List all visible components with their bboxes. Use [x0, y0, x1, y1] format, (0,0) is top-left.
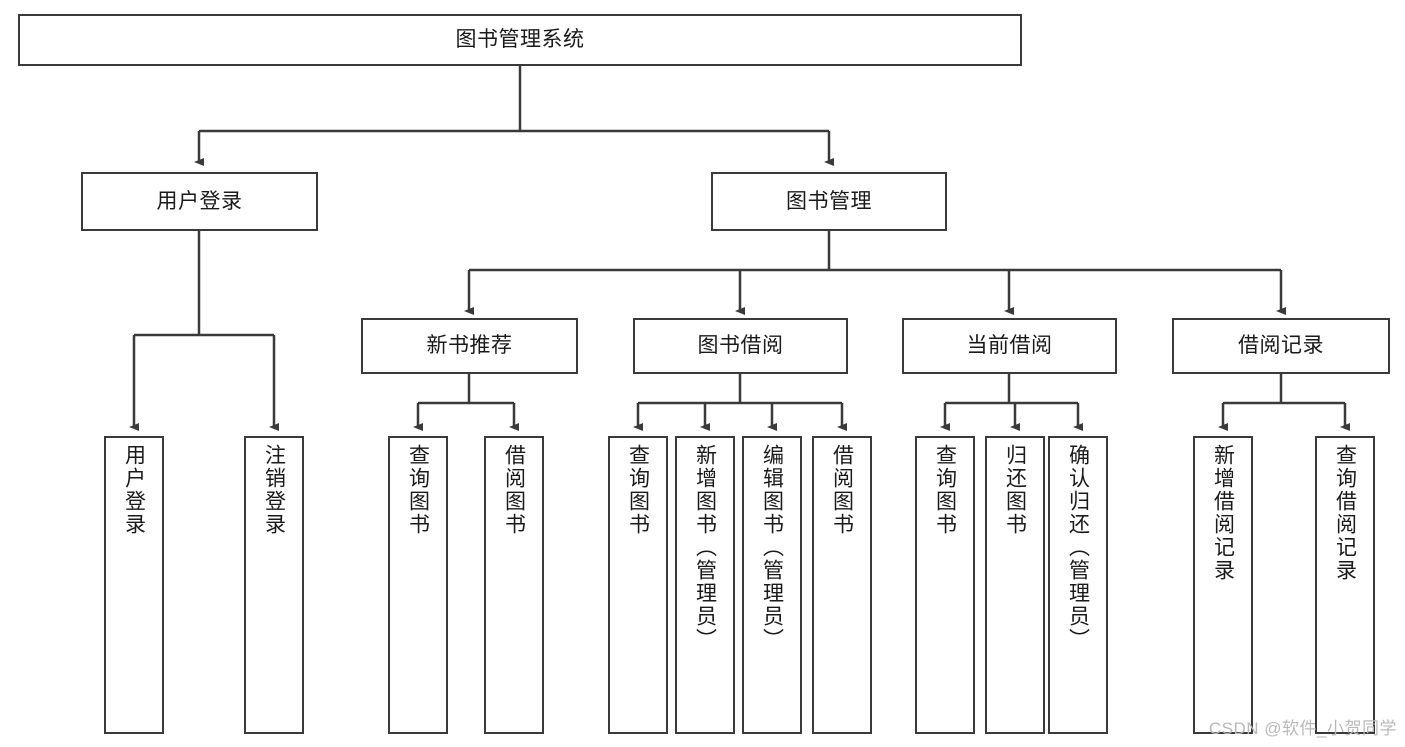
- node-user-login-label: 用户登录: [156, 189, 243, 213]
- leaf-nb-borrow-book-label: 借阅图书: [502, 444, 526, 536]
- leaf-bb-edit-book[interactable]: 编辑图书（管理员）: [742, 436, 802, 734]
- leaf-nb-query-book[interactable]: 查询图书: [388, 436, 448, 734]
- leaf-br-add-record-label: 新增借阅记录: [1211, 444, 1235, 582]
- node-user-login[interactable]: 用户登录: [81, 172, 318, 231]
- leaf-nb-borrow-book[interactable]: 借阅图书: [484, 436, 544, 734]
- leaf-user-login-label: 用户登录: [122, 444, 146, 536]
- node-root-system[interactable]: 图书管理系统: [18, 14, 1022, 66]
- leaf-br-query-record[interactable]: 查询借阅记录: [1315, 436, 1375, 734]
- node-book-management-label: 图书管理: [786, 189, 872, 213]
- leaf-nb-query-book-label: 查询图书: [406, 444, 430, 536]
- leaf-bb-query-book-label: 查询图书: [626, 444, 650, 536]
- node-current-borrow[interactable]: 当前借阅: [902, 318, 1117, 374]
- leaf-cb-query-book[interactable]: 查询图书: [915, 436, 975, 734]
- leaf-cb-confirm-return[interactable]: 确认归还（管理员）: [1048, 436, 1108, 734]
- leaf-br-query-record-label: 查询借阅记录: [1333, 444, 1357, 582]
- node-book-management[interactable]: 图书管理: [711, 172, 947, 231]
- leaf-bb-query-book[interactable]: 查询图书: [608, 436, 668, 734]
- leaf-logout-label: 注销登录: [262, 444, 286, 536]
- node-borrow-record-label: 借阅记录: [1238, 334, 1324, 358]
- node-book-borrow-label: 图书借阅: [697, 334, 784, 358]
- leaf-bb-borrow-book-label: 借阅图书: [830, 444, 854, 536]
- leaf-cb-return-book[interactable]: 归还图书: [985, 436, 1045, 734]
- leaf-bb-add-book-label: 新增图书（管理员）: [693, 444, 717, 651]
- node-book-borrow[interactable]: 图书借阅: [633, 318, 848, 374]
- leaf-bb-add-book[interactable]: 新增图书（管理员）: [675, 436, 735, 734]
- leaf-user-login[interactable]: 用户登录: [104, 436, 164, 734]
- leaf-cb-confirm-return-label: 确认归还（管理员）: [1066, 444, 1090, 651]
- node-root-system-label: 图书管理系统: [455, 28, 585, 52]
- leaf-br-add-record[interactable]: 新增借阅记录: [1193, 436, 1253, 734]
- node-new-book-recommend-label: 新书推荐: [426, 334, 513, 358]
- node-new-book-recommend[interactable]: 新书推荐: [361, 318, 578, 374]
- leaf-cb-query-book-label: 查询图书: [933, 444, 957, 536]
- node-current-borrow-label: 当前借阅: [966, 334, 1053, 358]
- leaf-cb-return-book-label: 归还图书: [1003, 444, 1027, 536]
- node-borrow-record[interactable]: 借阅记录: [1172, 318, 1390, 374]
- leaf-bb-borrow-book[interactable]: 借阅图书: [812, 436, 872, 734]
- leaf-bb-edit-book-label: 编辑图书（管理员）: [760, 444, 784, 651]
- leaf-logout[interactable]: 注销登录: [244, 436, 304, 734]
